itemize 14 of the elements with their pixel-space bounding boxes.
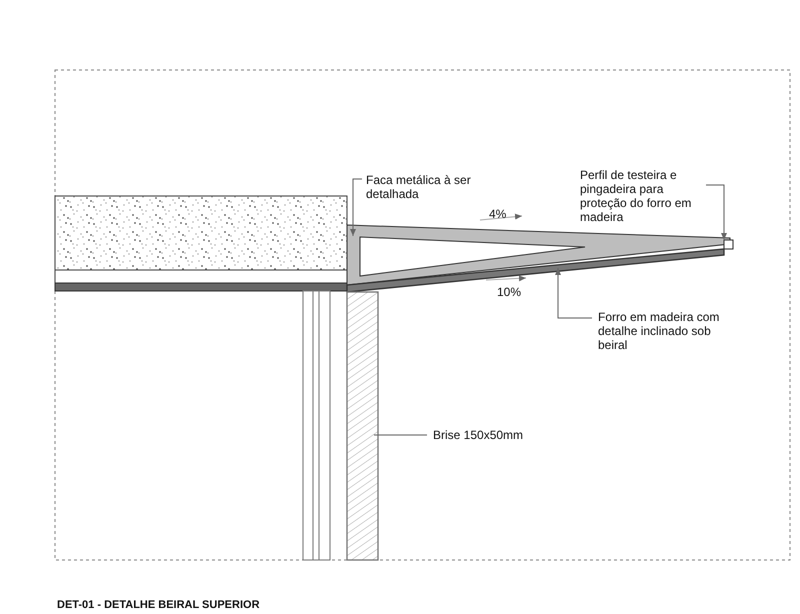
leader-line bbox=[350, 178, 362, 236]
slope-label: 10% bbox=[497, 285, 522, 299]
metal-fascia-frame bbox=[346, 224, 730, 286]
callout-text: Brise 150x50mm bbox=[433, 428, 524, 442]
callout-text: Forro em madeira com detalhe inclinado sob beiral bbox=[598, 310, 720, 352]
slope-label: 4% bbox=[489, 207, 506, 221]
callout-text: Faca metálica à ser detalhada bbox=[366, 173, 472, 201]
leader-line bbox=[706, 184, 727, 240]
drip-profile bbox=[724, 240, 734, 250]
brise-slat bbox=[346, 291, 379, 561]
callout-text: Perfil de testeira e pingadeira para proteção do forro em madeira bbox=[580, 168, 692, 224]
leader-line bbox=[374, 434, 428, 436]
drawing-title: DET-01 - DETALHE BEIRAL SUPERIOR bbox=[57, 598, 260, 612]
leader-line bbox=[555, 268, 592, 318]
